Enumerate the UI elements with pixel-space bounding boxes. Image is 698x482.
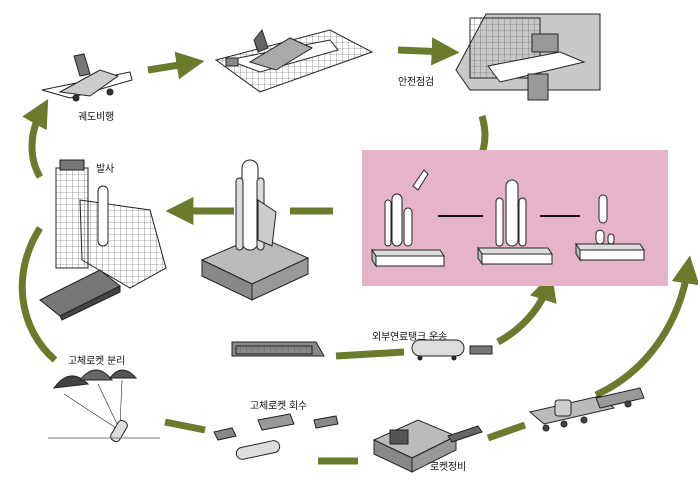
label-srb-separation: 고체로켓 분리 — [68, 356, 125, 367]
et-transport-illustration — [231, 339, 493, 361]
label-srb-recovery: 고체로켓 회수 — [250, 401, 307, 412]
label-launch: 발사 — [96, 164, 114, 175]
orbiter-flight-illustration — [41, 53, 133, 102]
arrow-maintenance-to-transport — [486, 421, 527, 442]
rocket-crawler-illustration — [528, 387, 645, 432]
inspection-hangar-illustration — [455, 13, 601, 101]
launch-tower-illustration — [39, 159, 167, 321]
arrow-orbit-to-landing — [147, 51, 205, 80]
maintenance-facility-illustration — [372, 419, 483, 473]
arrow-tank-to-assembly — [496, 273, 557, 346]
arrow-separation-to-recovery — [164, 418, 206, 434]
arrow-launch-to-separation — [18, 226, 58, 363]
cycle-arrows — [18, 37, 698, 465]
label-et-transport: 외부연료탱크 운송 — [372, 332, 447, 343]
label-rocket-maintenance: 로켓정비 — [430, 462, 466, 473]
label-safety-inspection: 안전점검 — [398, 77, 434, 88]
arrow-transport-to-assembly — [594, 255, 698, 399]
assembly-stages — [371, 169, 645, 268]
orbiter-landing-illustration — [214, 28, 374, 93]
srb-separation-illustration — [48, 369, 160, 443]
srb-recovery-illustration — [213, 413, 339, 460]
arrow-launch-to-orbit — [22, 99, 49, 179]
arrow-landing-to-inspection — [397, 37, 460, 66]
label-orbital-flight: 궤도비행 — [78, 112, 114, 123]
shuttle-on-pad-illustration — [200, 159, 310, 301]
arrow-barge-to-tank — [335, 348, 405, 360]
